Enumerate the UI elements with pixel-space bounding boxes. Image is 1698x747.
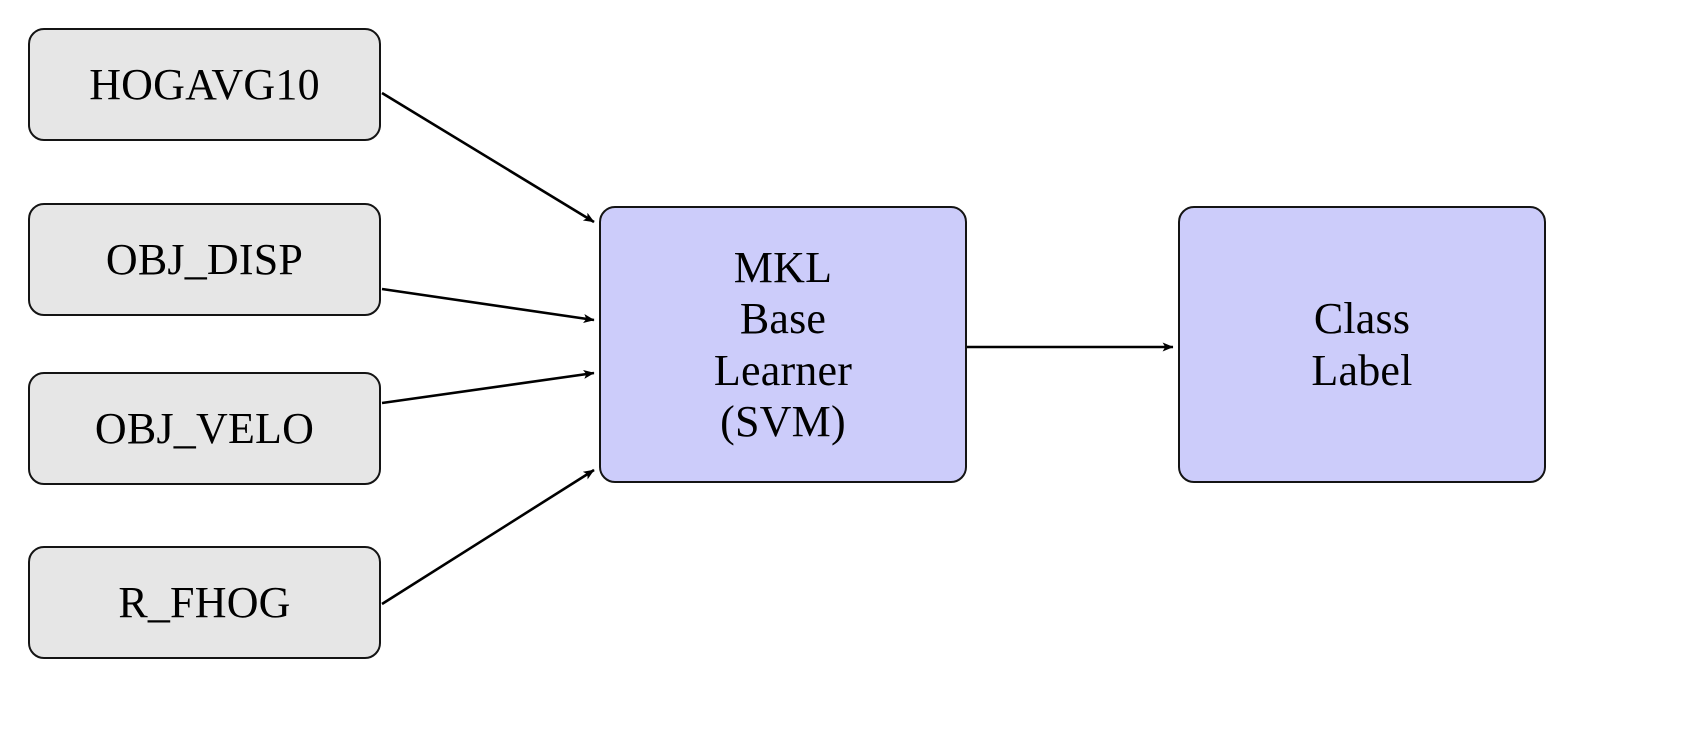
- edge-rfhog-to-mkl: [381, 468, 595, 606]
- edge-hogavg10-to-mkl: [381, 91, 595, 224]
- node-r-fhog[interactable]: R_FHOG: [28, 546, 381, 659]
- edge-objvelo-to-mkl: [381, 370, 595, 405]
- node-label-mkl-base-learner: MKL Base Learner (SVM): [713, 242, 853, 446]
- node-label-hogavg10: HOGAVG10: [89, 59, 320, 109]
- node-label-obj-velo: OBJ_VELO: [94, 403, 315, 453]
- node-class-label[interactable]: Class Label: [1178, 206, 1546, 483]
- node-label-r-fhog: R_FHOG: [118, 577, 291, 627]
- edge-objdisp-to-mkl: [381, 287, 595, 323]
- node-obj-disp[interactable]: OBJ_DISP: [28, 203, 381, 316]
- node-obj-velo[interactable]: OBJ_VELO: [28, 372, 381, 485]
- node-mkl-base-learner[interactable]: MKL Base Learner (SVM): [599, 206, 967, 483]
- node-hogavg10[interactable]: HOGAVG10: [28, 28, 381, 141]
- node-label-obj-disp: OBJ_DISP: [105, 234, 304, 284]
- node-label-class-label: Class Label: [1311, 294, 1413, 395]
